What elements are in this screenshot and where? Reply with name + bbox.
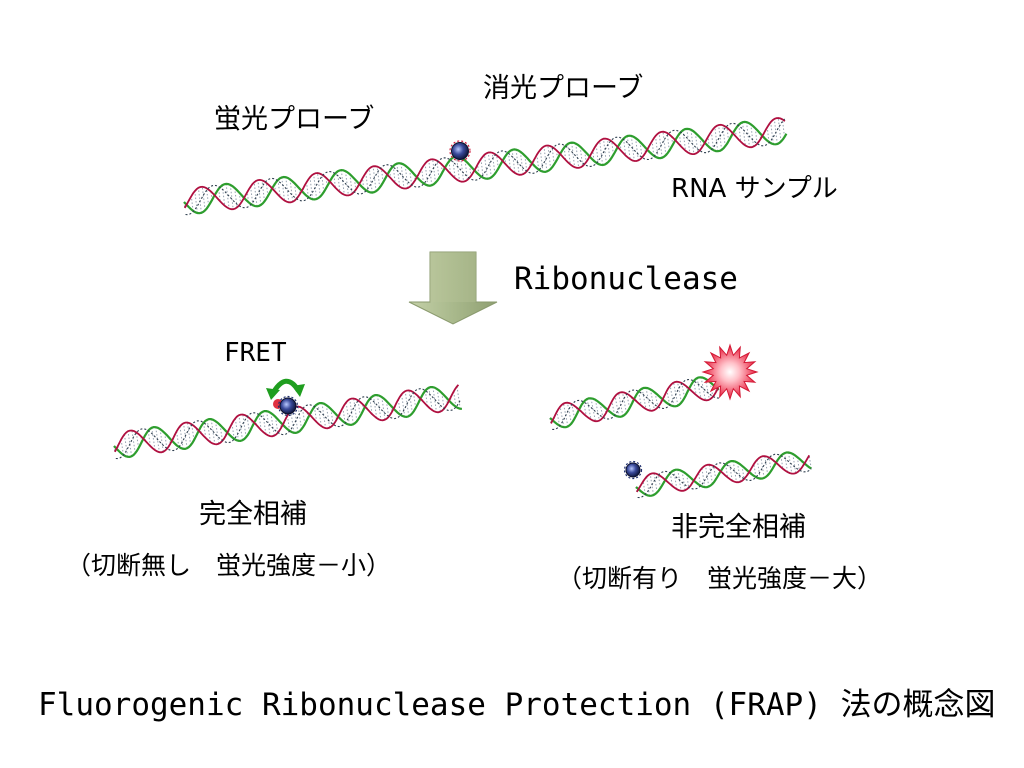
figure-caption: Fluorogenic Ribonuclease Protection (FRA… bbox=[38, 687, 996, 723]
quencher-marker-released bbox=[623, 460, 643, 480]
perfect-match-helix bbox=[113, 384, 463, 460]
down-arrow-icon bbox=[408, 251, 498, 325]
strand-red bbox=[550, 380, 720, 424]
strand-dark bbox=[552, 378, 721, 430]
rna-probe-duplex-helix bbox=[183, 117, 788, 216]
fret-arrow-icon bbox=[266, 378, 305, 400]
strand-green bbox=[549, 376, 720, 429]
strand-green bbox=[635, 451, 812, 497]
fret-label: FRET bbox=[224, 338, 287, 368]
fluorescent-probe-label: 蛍光プローブ bbox=[214, 104, 375, 135]
mismatch-description: （切断有り 蛍光強度－大） bbox=[557, 564, 883, 593]
quencher-marker-top bbox=[449, 140, 471, 162]
perfect-match-title: 完全相補 bbox=[199, 499, 307, 530]
quencher-probe-label: 消光プローブ bbox=[483, 73, 644, 104]
rna-sample-label: RNA サンプル bbox=[671, 174, 838, 204]
strand-red bbox=[183, 117, 786, 211]
cleaved-fragment-helix-2 bbox=[635, 451, 812, 499]
ribonuclease-label: Ribonuclease bbox=[514, 261, 738, 297]
perfect-match-description: （切断無し 蛍光強度－小） bbox=[66, 551, 392, 580]
strand-dark bbox=[637, 453, 812, 499]
strand-red bbox=[114, 384, 460, 454]
base-pair-rungs bbox=[113, 386, 461, 457]
fluorescence-burst-icon bbox=[701, 343, 759, 401]
cleaved-fragment-helix-1 bbox=[549, 376, 721, 430]
mismatch-title: 非完全相補 bbox=[671, 512, 806, 543]
strand-dark bbox=[115, 388, 461, 460]
strand-red bbox=[636, 454, 811, 493]
fluor-quencher-pair-marker bbox=[273, 395, 299, 417]
strand-green bbox=[183, 120, 788, 215]
